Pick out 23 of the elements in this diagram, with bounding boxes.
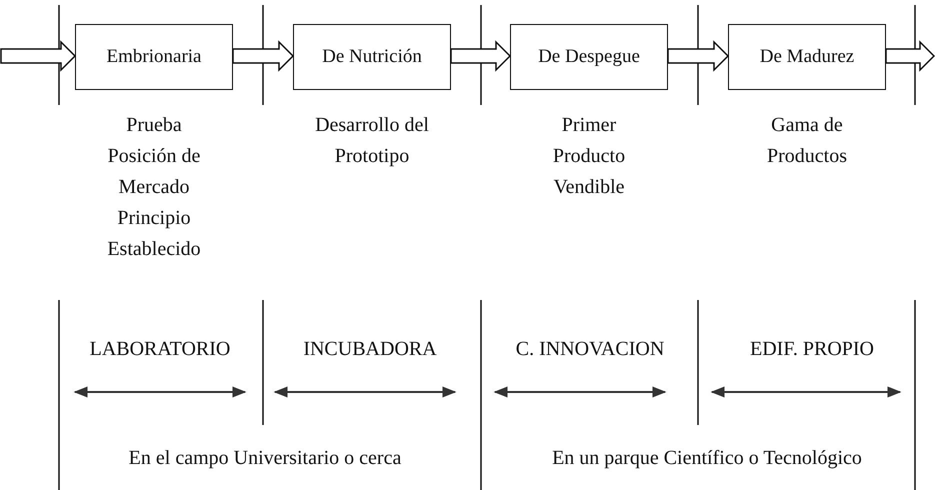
zone-label: En un parque Científico o Tecnológico bbox=[552, 447, 862, 470]
stage-description: Desarrollo del Prototipo bbox=[314, 113, 430, 169]
stage-description: Gama de Productos bbox=[766, 113, 848, 169]
stage-description: Prueba Posición de Mercado Principio Establecido bbox=[106, 113, 202, 262]
stage-box bbox=[728, 24, 886, 90]
block-arrow bbox=[0, 40, 76, 72]
stage-name: De Nutrición bbox=[322, 46, 422, 68]
location-label: LABORATORIO bbox=[90, 338, 230, 361]
stage-description: Primer Producto Vendible bbox=[552, 113, 626, 200]
block-arrow bbox=[885, 40, 935, 72]
location-label: EDIF. PROPIO bbox=[750, 338, 874, 361]
stage-box bbox=[293, 24, 451, 90]
block-arrow bbox=[232, 40, 294, 72]
stage-box bbox=[510, 24, 668, 90]
zone-label: En el campo Universitario o cerca bbox=[128, 447, 402, 470]
block-arrow bbox=[667, 40, 730, 72]
stage-name: Embrionaria bbox=[106, 46, 202, 68]
stage-name: De Madurez bbox=[760, 46, 854, 68]
location-label: C. INNOVACION bbox=[516, 338, 664, 361]
stage-box bbox=[75, 24, 233, 90]
stage-name: De Despegue bbox=[538, 46, 640, 68]
location-label: INCUBADORA bbox=[303, 338, 437, 361]
block-arrow bbox=[450, 40, 512, 72]
